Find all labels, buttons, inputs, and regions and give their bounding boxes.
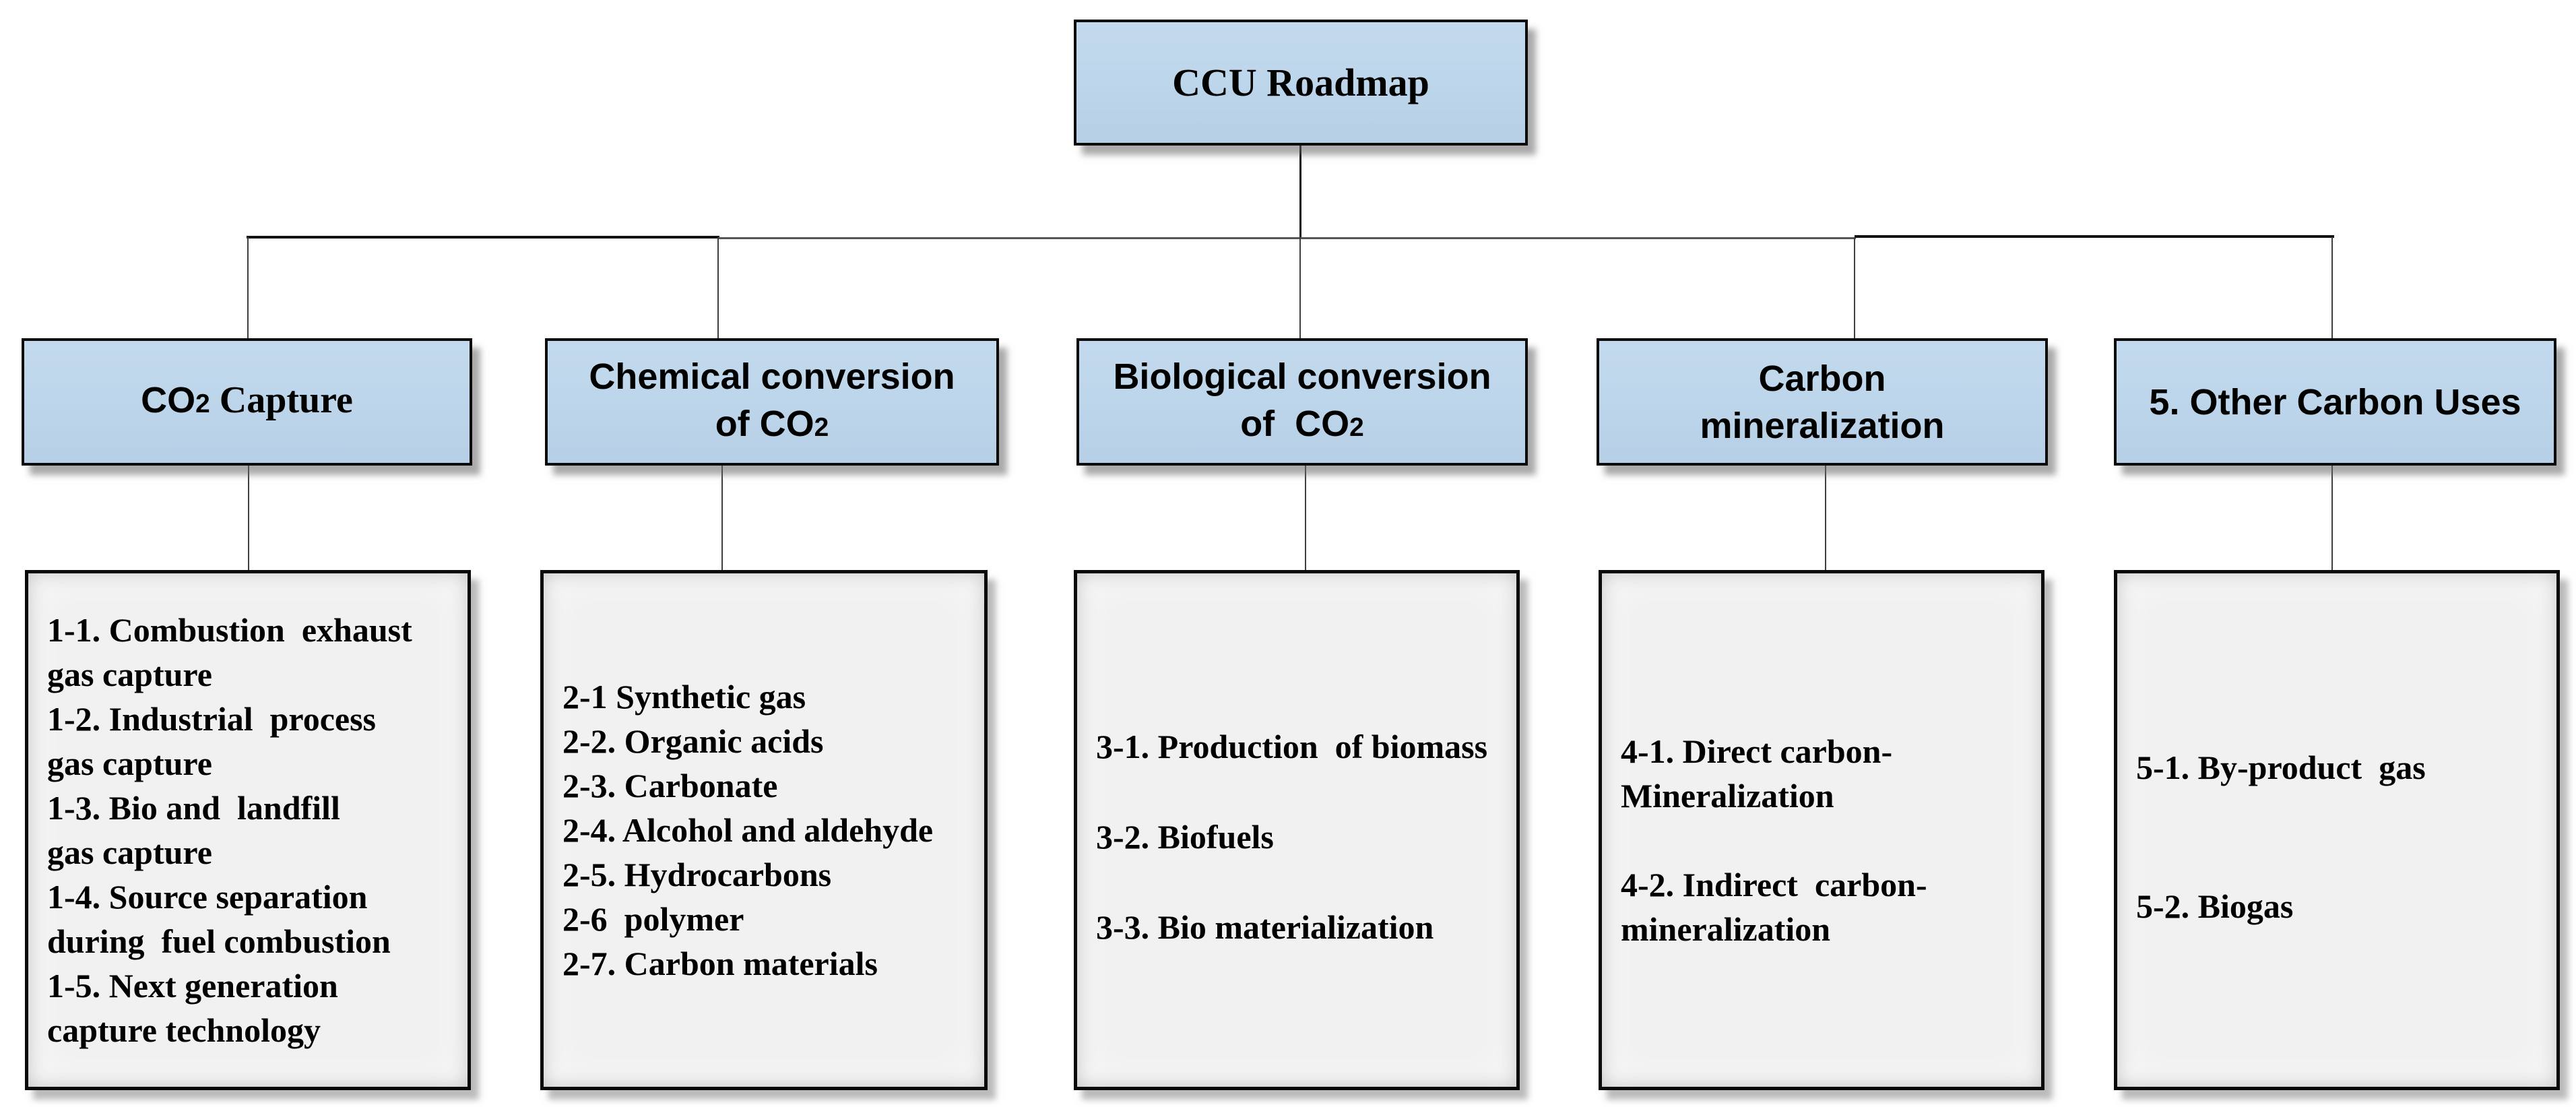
detail-box-other-carbon-uses: 5-1. By-product gas 5-2. Biogas — [2114, 570, 2560, 1090]
connector-rail-middle — [718, 237, 1856, 239]
header-line-2: of CO2 — [715, 400, 829, 451]
detail-item: 1-4. Source separation during fuel combu… — [47, 878, 391, 960]
detail-item: 1-5. Next generation capture technology — [47, 967, 338, 1049]
detail-item: 1-3. Bio and landfill gas capture — [47, 789, 340, 871]
detail-item: 2-2. Organic acids — [562, 722, 824, 760]
connector-detail-5 — [2331, 466, 2333, 571]
detail-item: 2-5. Hydrocarbons — [562, 856, 832, 893]
root-label: CCU Roadmap — [1172, 61, 1429, 104]
connector-detail-2 — [721, 466, 723, 571]
header-line2-text: of CO — [1240, 403, 1350, 444]
detail-item: 1-2. Industrial process gas capture — [47, 700, 377, 782]
header-node-biological-conversion: Biological conversion of CO2 — [1076, 338, 1528, 466]
header-co2-sub: 2 — [195, 389, 210, 418]
detail-item: 3-1. Production of biomass — [1096, 728, 1488, 765]
connector-detail-1 — [248, 466, 249, 571]
connector-rail-left — [247, 236, 719, 239]
detail-item: 4-1. Direct carbon- Mineralization — [1621, 732, 1893, 815]
header-node-other-carbon-uses: 5. Other Carbon Uses — [2114, 338, 2556, 466]
header-capture: Capture — [210, 379, 353, 421]
header-node-chemical-conversion: Chemical conversion of CO2 — [545, 338, 999, 466]
connector-drop-4 — [1854, 237, 1855, 340]
detail-item: 2-6 polymer — [562, 900, 744, 938]
detail-item: 1-1. Combustion exhaust gas capture — [47, 611, 412, 693]
root-node-ccu-roadmap: CCU Roadmap — [1074, 20, 1528, 146]
header-line2-text: of CO — [715, 403, 814, 444]
header-line-1: Chemical conversion — [589, 356, 955, 397]
detail-item: 5-1. By-product gas — [2136, 749, 2426, 786]
header-line-1: Carbon — [1758, 358, 1886, 399]
detail-item: 2-7. Carbon materials — [562, 945, 878, 982]
connector-detail-3 — [1305, 466, 1306, 571]
connector-drop-1 — [247, 237, 249, 340]
detail-item: 2-1 Synthetic gas — [562, 678, 806, 716]
detail-item: 4-2. Indirect carbon- mineralization — [1621, 866, 1927, 948]
connector-drop-3 — [1299, 237, 1301, 340]
header-line2-sub: 2 — [1349, 412, 1364, 442]
connector-drop-5 — [2331, 237, 2333, 340]
header-line-2: mineralization — [1700, 405, 1945, 446]
header-co2: CO — [141, 379, 196, 420]
detail-item: 2-3. Carbonate — [562, 767, 778, 804]
detail-item: 2-4. Alcohol and aldehyde — [562, 811, 934, 849]
detail-box-chemical-conversion: 2-1 Synthetic gas 2-2. Organic acids 2-3. … — [540, 570, 988, 1090]
connector-rail-right — [1855, 235, 2334, 238]
connector-detail-4 — [1825, 466, 1826, 571]
detail-item: 3-3. Bio materialization — [1096, 908, 1434, 946]
detail-box-biological-conversion: 3-1. Production of biomass 3-2. Biofuels 3… — [1074, 570, 1520, 1090]
header-node-co2-capture: CO2 Capture — [22, 338, 472, 466]
header-node-carbon-mineralization: Carbon mineralization — [1597, 338, 2048, 466]
header-label: CO2 Capture — [141, 377, 353, 428]
detail-box-carbon-mineralization: 4-1. Direct carbon- Mineralization 4-2. I… — [1599, 570, 2044, 1090]
connector-root-stem — [1299, 144, 1301, 239]
detail-item: 3-2. Biofuels — [1096, 818, 1274, 856]
detail-item: 5-2. Biogas — [2136, 887, 2294, 925]
header-line-1: Biological conversion — [1113, 356, 1491, 397]
header-line2-sub: 2 — [814, 412, 829, 442]
header-line-1: 5. Other Carbon Uses — [2149, 381, 2521, 422]
header-line-2: of CO2 — [1240, 400, 1364, 451]
connector-drop-2 — [717, 237, 719, 340]
